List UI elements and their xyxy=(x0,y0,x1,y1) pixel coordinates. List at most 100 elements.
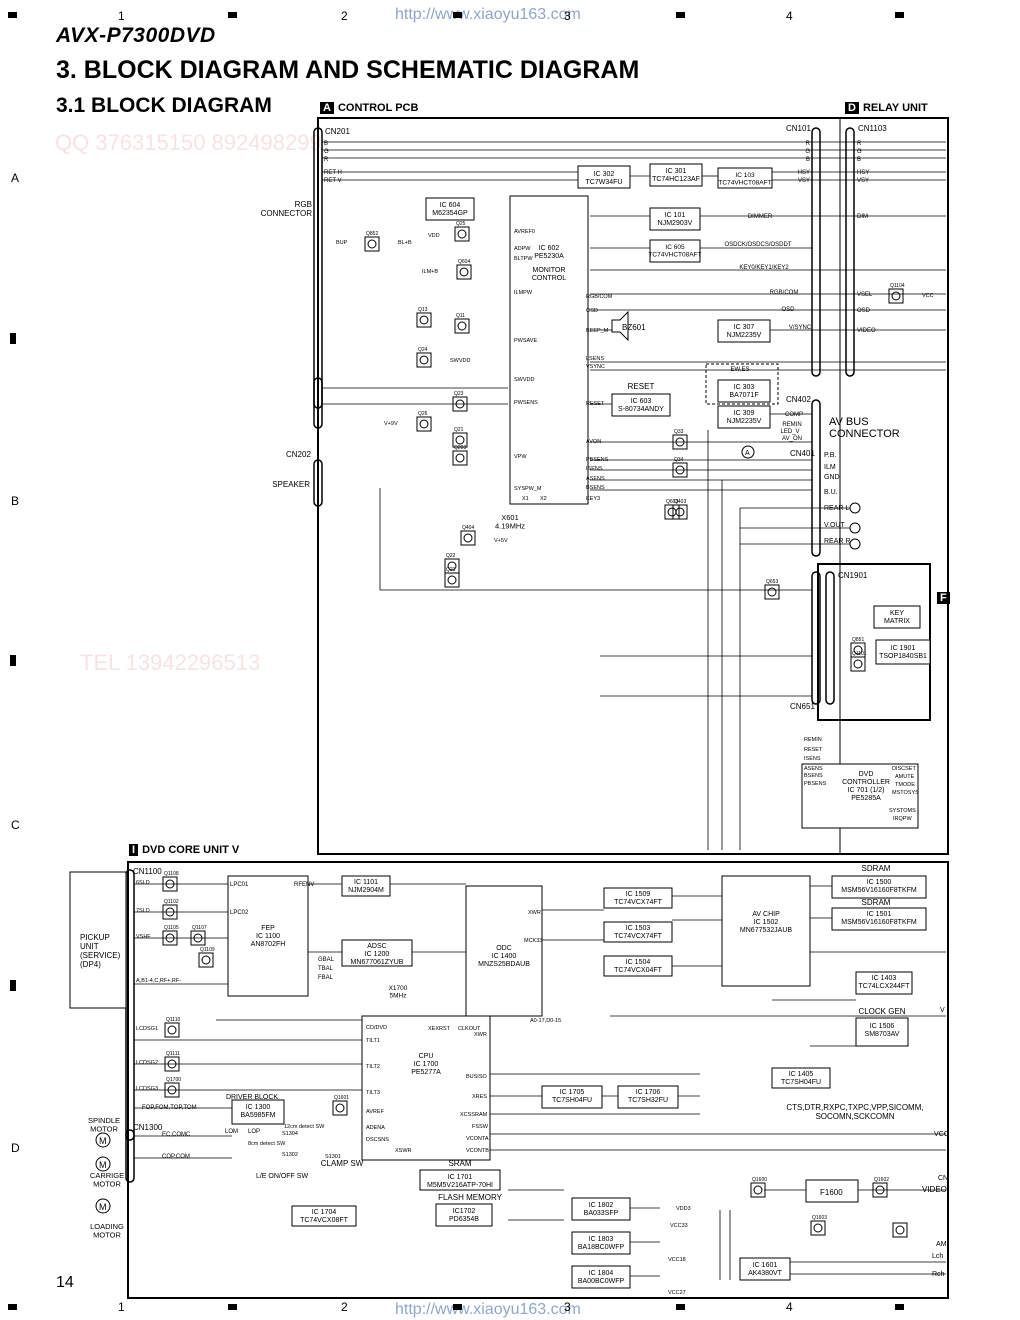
signal-pickup_pins-2: VSHF xyxy=(136,934,151,940)
top-url-link[interactable]: http://www.xiaoyu163.com xyxy=(395,6,581,23)
grid-col-3-bottom: 3 xyxy=(564,1300,571,1314)
transistor-label: Q11 xyxy=(456,313,465,319)
signal-dvd_ctrl_pins-11: IRQPW xyxy=(893,816,912,822)
signal-cpu_pins-0: CD/DVD xyxy=(366,1025,387,1031)
transistor-label: Q603 xyxy=(666,499,678,505)
signal-cpu_pins-10: BUSISO xyxy=(466,1074,488,1080)
transistor-icon xyxy=(892,1222,908,1238)
transistor-label: Q23 xyxy=(454,391,464,397)
grid-col-4: 4 xyxy=(786,9,793,23)
grid-col-3: 3 xyxy=(564,9,571,23)
grid-mark xyxy=(8,12,17,18)
signal-av_bus-2: GND xyxy=(824,474,840,481)
signal-cn1103_pins-8: VIDEO xyxy=(857,328,876,334)
signal-pickup_pins-0: 6SLD xyxy=(136,880,150,886)
signal-dvd_ctrl_pins-1: RESET xyxy=(804,747,823,753)
transistor-label: Q203 xyxy=(454,445,466,451)
grid-mark xyxy=(8,1304,17,1310)
signal-cn201_pins-2: R xyxy=(324,157,329,163)
bottom-url-link[interactable]: http://www.xiaoyu163.com xyxy=(395,1301,581,1318)
signal-odc_pins-2: A0-17,D0-15 xyxy=(530,1018,561,1024)
signal-ic602_pins-7: PWSAVE xyxy=(514,338,537,344)
signal-cpu_pins-3: TILT3 xyxy=(366,1090,380,1096)
watermark-text: QQ 376315150 892498299 xyxy=(55,130,322,155)
ic605-block xyxy=(649,239,701,263)
signal-ic602_pins-4: RGB/COM xyxy=(586,294,613,300)
signal-switches-0: 12cm detect SW xyxy=(284,1124,325,1130)
cn401-label: CN401 xyxy=(790,449,815,458)
signal-bus_lines-1: OSDCK/OSDCS/OSDDT xyxy=(724,242,791,248)
bus-lines xyxy=(322,141,946,850)
transistor-group xyxy=(162,226,908,1238)
transistor-label: Q33 xyxy=(674,429,684,435)
test-point-icon xyxy=(741,445,755,459)
ic1500-block xyxy=(831,875,927,899)
signal-bus_lines-0: DIMMER xyxy=(748,214,773,220)
transistor-icon xyxy=(850,656,866,672)
grid-mark xyxy=(453,1304,462,1310)
clock-gen-label: CLOCK GEN xyxy=(858,1007,905,1016)
signal-ic602_pins-15: ISENS xyxy=(586,466,603,472)
signal-cn1103_pins-7: OSD xyxy=(857,308,871,314)
ic307-block xyxy=(717,319,771,343)
transistor-label: Q1602 xyxy=(874,1177,889,1183)
transistor-label: Q1603 xyxy=(812,1215,827,1221)
transistor-label: Q403 xyxy=(674,499,686,505)
signal-fep_out-2: FBAL xyxy=(318,975,334,981)
transistor-icon xyxy=(672,504,688,520)
ic701-block xyxy=(801,763,919,829)
cn1300-label: CN1300 xyxy=(133,1123,163,1132)
signal-driver_pins-4: LOM xyxy=(225,1129,238,1135)
signal-cn1103_pins-5: DIM xyxy=(857,214,868,220)
f1600-block xyxy=(805,1179,859,1203)
sdram1-label: SDRAM xyxy=(862,864,891,873)
signal-odc_pins-1: MCK33 xyxy=(524,938,542,944)
signal-ic602_pins-8: LSENS xyxy=(586,356,604,362)
transistor-label: Q13 xyxy=(418,307,428,313)
signal-cn201_pins-4: RET V xyxy=(324,178,342,184)
transistor-label: Q34 xyxy=(674,457,684,463)
cn202-label: CN202 xyxy=(286,450,311,459)
signal-right_edge-3: VCC xyxy=(934,1131,949,1138)
signal-dvd_ctrl_pins-4: BSENS xyxy=(804,773,823,779)
transistor-icon xyxy=(416,312,432,328)
ic1502-block xyxy=(721,875,811,987)
signal-right_edge-2: AM xyxy=(936,1241,947,1248)
signal-av_bus-5: V.OUT xyxy=(824,522,845,529)
signal-vcc_outs-0: VDD3 xyxy=(676,1206,691,1212)
ic103-block xyxy=(717,167,773,189)
transistor-label: Q1101 xyxy=(852,651,867,657)
signal-vcc_outs-3: VCC27 xyxy=(668,1290,686,1296)
signal-av_bus-1: ILM xyxy=(824,464,836,471)
grid-col-1-bottom: 1 xyxy=(118,1300,125,1314)
signal-dvd_ctrl_pins-2: ISENS xyxy=(804,756,821,762)
signal-av_bus-3: B.U. xyxy=(824,489,838,496)
signal-cpu_pins-7: XEXRST xyxy=(428,1026,451,1032)
grid-mark xyxy=(676,12,685,18)
transistor-icon xyxy=(164,1022,180,1038)
signal-ic602_pins-19: SYSPW_M xyxy=(514,486,542,492)
grid-mark xyxy=(228,1304,237,1310)
transistor-icon xyxy=(332,1100,348,1116)
grid-mark xyxy=(895,1304,904,1310)
ic1503-block xyxy=(603,921,673,943)
transistor-icon xyxy=(452,432,468,448)
signal-power-0: BUP xyxy=(336,240,348,246)
signal-dvd_ctrl_pins-6: DISCSET xyxy=(892,766,916,772)
ic1803-block xyxy=(571,1231,631,1255)
transistor-label: Q404 xyxy=(462,525,474,531)
transistor-label: Q1108 xyxy=(164,871,179,877)
